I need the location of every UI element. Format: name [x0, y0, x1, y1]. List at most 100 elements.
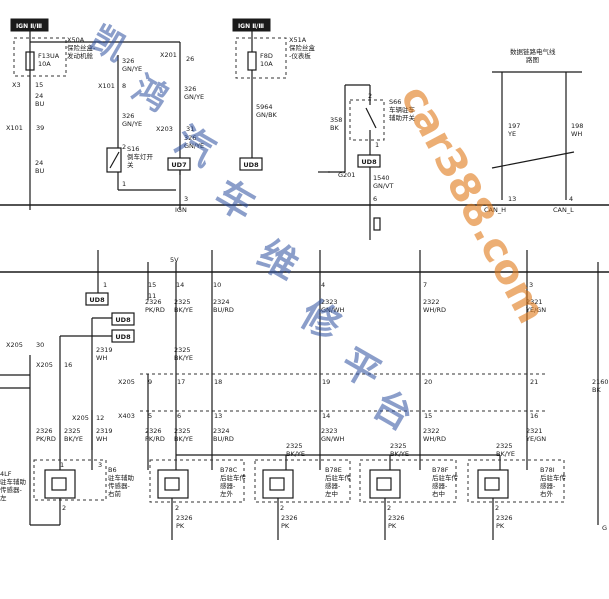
svg-text:B78I: B78I — [540, 466, 555, 474]
svg-text:BU/RD: BU/RD — [213, 306, 234, 314]
svg-text:感器-: 感器- — [432, 481, 448, 490]
switch-s66-box — [349, 99, 385, 141]
svg-text:2325: 2325 — [390, 442, 407, 450]
fuse-f13-desc-1: X50A — [67, 36, 85, 44]
svg-text:感器-: 感器- — [220, 481, 236, 490]
svg-text:2326: 2326 — [145, 298, 162, 306]
fuse-f13-name: F13UA — [38, 52, 60, 60]
svg-text:16: 16 — [64, 361, 72, 369]
svg-text:GN/WH: GN/WH — [321, 306, 345, 314]
svg-text:GN/BK: GN/BK — [256, 111, 278, 119]
svg-text:2326: 2326 — [388, 514, 405, 522]
svg-text:BK/YE: BK/YE — [286, 450, 305, 458]
svg-text:12: 12 — [96, 414, 104, 422]
svg-text:1540: 1540 — [373, 174, 390, 182]
svg-text:14: 14 — [322, 412, 330, 420]
svg-text:326: 326 — [122, 112, 134, 120]
svg-text:2326: 2326 — [145, 427, 162, 435]
svg-text:5: 5 — [148, 412, 152, 420]
svg-text:X403: X403 — [118, 412, 135, 420]
svg-text:G: G — [602, 524, 607, 532]
svg-text:197: 197 — [508, 122, 520, 130]
svg-text:2325: 2325 — [174, 427, 191, 435]
svg-text:右前: 右前 — [108, 489, 122, 498]
svg-text:2: 2 — [387, 504, 391, 512]
svg-text:18: 18 — [214, 378, 222, 386]
svg-text:-仪表板: -仪表板 — [289, 51, 311, 60]
data-link-label-1: 数据链路电气线 — [510, 47, 556, 56]
svg-text:2326: 2326 — [496, 514, 513, 522]
svg-text:2323: 2323 — [321, 298, 338, 306]
fuse-f13-desc-2: 保险丝盒- — [67, 43, 96, 52]
svg-text:2325: 2325 — [174, 346, 191, 354]
svg-text:X51A: X51A — [289, 36, 307, 44]
svg-text:15: 15 — [35, 81, 43, 89]
svg-text:GN/YE: GN/YE — [122, 65, 142, 73]
svg-text:358: 358 — [330, 116, 342, 124]
svg-text:WH: WH — [571, 130, 582, 138]
svg-text:1: 1 — [103, 281, 107, 289]
svg-text:BU/RD: BU/RD — [213, 435, 234, 443]
svg-text:PK: PK — [496, 522, 505, 530]
svg-text:30: 30 — [36, 341, 44, 349]
svg-text:13: 13 — [508, 195, 516, 203]
svg-text:UD8: UD8 — [243, 161, 259, 169]
svg-text:X203: X203 — [156, 125, 173, 133]
svg-text:左: 左 — [0, 493, 7, 502]
svg-text:GN/YE: GN/YE — [184, 142, 204, 150]
connector-ud8-d — [111, 312, 135, 326]
svg-text:2325: 2325 — [496, 442, 513, 450]
fuse-box-engine — [13, 37, 67, 77]
svg-text:UD8: UD8 — [89, 296, 105, 304]
sensor-left-outer — [157, 469, 189, 499]
svg-text:WH/RD: WH/RD — [423, 435, 446, 443]
svg-text:左中: 左中 — [325, 489, 338, 498]
svg-text:X3: X3 — [12, 81, 21, 89]
svg-text:2: 2 — [495, 504, 499, 512]
svg-text:GN/VT: GN/VT — [373, 182, 394, 190]
svg-text:UD7: UD7 — [171, 161, 186, 169]
svg-text:X101: X101 — [6, 124, 23, 132]
svg-text:24: 24 — [35, 92, 43, 100]
svg-text:4: 4 — [569, 195, 573, 203]
svg-text:BK: BK — [592, 386, 601, 394]
svg-text:WH: WH — [96, 354, 107, 362]
fuse-f13-desc-3: 发动机舱 — [67, 51, 94, 60]
svg-text:G201: G201 — [338, 171, 355, 179]
svg-text:19: 19 — [322, 378, 330, 386]
svg-text:左外: 左外 — [220, 489, 234, 498]
svg-text:17: 17 — [177, 378, 185, 386]
svg-text:8: 8 — [122, 82, 126, 90]
svg-text:感器-: 感器- — [540, 481, 556, 490]
svg-text:右中: 右中 — [432, 489, 445, 498]
svg-text:倒车灯开: 倒车灯开 — [127, 152, 154, 161]
svg-text:右外: 右外 — [540, 489, 554, 498]
svg-text:BK: BK — [330, 124, 339, 132]
svg-text:BK/YE: BK/YE — [174, 354, 193, 362]
svg-text:2325: 2325 — [64, 427, 81, 435]
svg-text:3: 3 — [98, 461, 102, 469]
svg-text:11: 11 — [148, 292, 156, 300]
svg-text:驻车辅助: 驻车辅助 — [0, 477, 27, 486]
svg-text:后驻车传: 后驻车传 — [220, 473, 247, 482]
svg-text:326: 326 — [122, 57, 134, 65]
connector-ud7 — [167, 157, 191, 171]
svg-text:198: 198 — [571, 122, 583, 130]
svg-text:感器-: 感器- — [325, 481, 341, 490]
svg-text:2: 2 — [368, 92, 372, 100]
svg-text:保险丝盒: 保险丝盒 — [289, 43, 316, 52]
svg-text:2: 2 — [280, 504, 284, 512]
svg-text:2325: 2325 — [174, 298, 191, 306]
svg-text:1: 1 — [60, 461, 64, 469]
svg-text:F8D: F8D — [260, 52, 273, 60]
svg-text:BK/YE: BK/YE — [64, 435, 83, 443]
svg-text:5964: 5964 — [256, 103, 273, 111]
svg-text:2319: 2319 — [96, 427, 113, 435]
svg-text:PK/RD: PK/RD — [36, 435, 56, 443]
svg-text:BK/YE: BK/YE — [174, 435, 193, 443]
svg-text:辅助开关: 辅助开关 — [389, 113, 416, 122]
svg-text:15: 15 — [148, 281, 156, 289]
svg-text:CAN_H: CAN_H — [484, 206, 506, 214]
switch-s16-name: S16 — [127, 145, 139, 153]
svg-text:传感器-: 传感器- — [108, 481, 131, 490]
